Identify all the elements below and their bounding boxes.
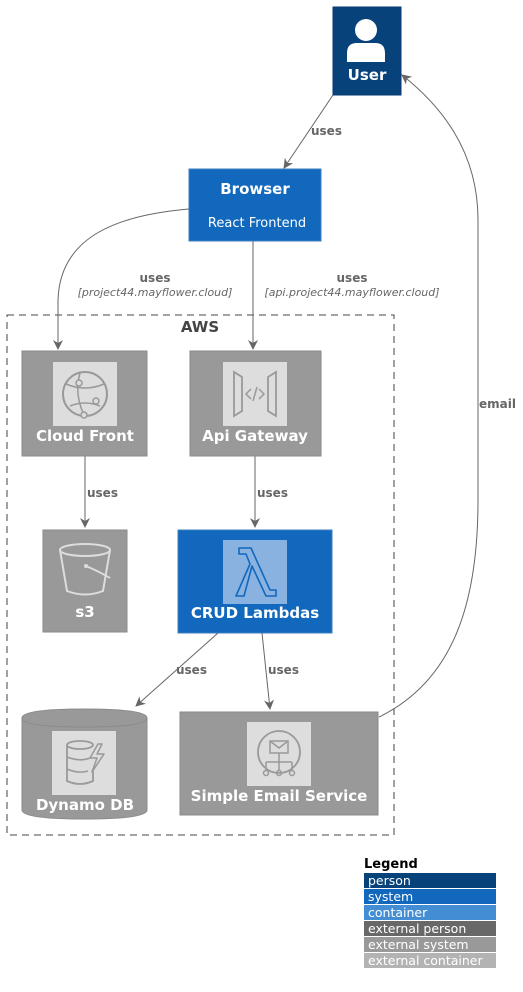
ses-label: Simple Email Service	[191, 787, 368, 805]
edge-browser-apigateway-tech: [api.project44.mayflower.cloud]	[264, 286, 439, 299]
apigateway-node[interactable]: Api Gateway	[189, 350, 322, 457]
apigateway-label: Api Gateway	[202, 427, 308, 445]
user-label: User	[348, 66, 387, 84]
dynamodb-node[interactable]: Dynamo DB	[21, 708, 148, 820]
lambda-icon	[223, 540, 287, 604]
s3-label: s3	[75, 603, 94, 621]
user-node[interactable]: User	[332, 6, 402, 96]
aws-boundary-label: AWS	[181, 318, 219, 336]
dynamodb-label: Dynamo DB	[36, 796, 134, 814]
edge-ses-user-label: email	[479, 397, 516, 411]
lambdas-node[interactable]: CRUD Lambdas	[177, 529, 333, 634]
legend-item-external-person: external person	[364, 921, 496, 937]
ses-node[interactable]: Simple Email Service	[179, 711, 379, 816]
legend-item-system: system	[364, 889, 496, 905]
edge-browser-cloudfront: uses [project44.mayflower.cloud]	[53, 208, 233, 350]
cloudfront-icon	[53, 362, 117, 426]
legend-item-external-container: external container	[364, 953, 496, 969]
legend-title: Legend	[364, 857, 418, 872]
api-gateway-icon	[223, 362, 287, 426]
person-icon	[347, 19, 385, 62]
edge-cloudfront-s3: uses	[80, 456, 118, 528]
email-service-icon	[247, 722, 311, 786]
legend-item-person: person	[364, 873, 496, 889]
dynamodb-icon	[52, 731, 116, 795]
lambdas-label: CRUD Lambdas	[191, 604, 319, 622]
edge-ses-user: email	[378, 74, 516, 718]
edge-lambdas-ses-label: uses	[268, 663, 299, 677]
edge-lambdas-dynamodb-label: uses	[176, 663, 207, 677]
legend-item-container: container	[364, 905, 496, 921]
cloudfront-node[interactable]: Cloud Front	[21, 350, 148, 457]
aws-boundary: AWS	[6, 314, 395, 836]
browser-node[interactable]: Browser React Frontend	[188, 168, 322, 242]
edge-cloudfront-s3-label: uses	[87, 486, 118, 500]
browser-sublabel: React Frontend	[208, 216, 306, 231]
legend-item-external-system: external system	[364, 937, 496, 953]
s3-node[interactable]: s3	[42, 529, 128, 633]
edge-apigateway-lambdas: uses	[250, 456, 288, 528]
legend: Legend person system container external …	[364, 856, 496, 969]
cloudfront-label: Cloud Front	[36, 427, 134, 445]
edge-apigateway-lambdas-label: uses	[257, 486, 288, 500]
edge-browser-cloudfront-tech: [project44.mayflower.cloud]	[78, 286, 233, 299]
edge-user-browser: uses	[283, 94, 342, 169]
edge-lambdas-dynamodb: uses	[135, 632, 219, 707]
bucket-icon	[59, 543, 111, 596]
edge-user-browser-label: uses	[311, 124, 342, 138]
edge-lambdas-ses: uses	[261, 632, 299, 710]
edge-browser-apigateway-label: uses	[337, 271, 368, 285]
browser-label: Browser	[220, 180, 290, 198]
edge-browser-apigateway: uses [api.project44.mayflower.cloud]	[248, 241, 440, 350]
edge-browser-cloudfront-label: uses	[140, 271, 171, 285]
